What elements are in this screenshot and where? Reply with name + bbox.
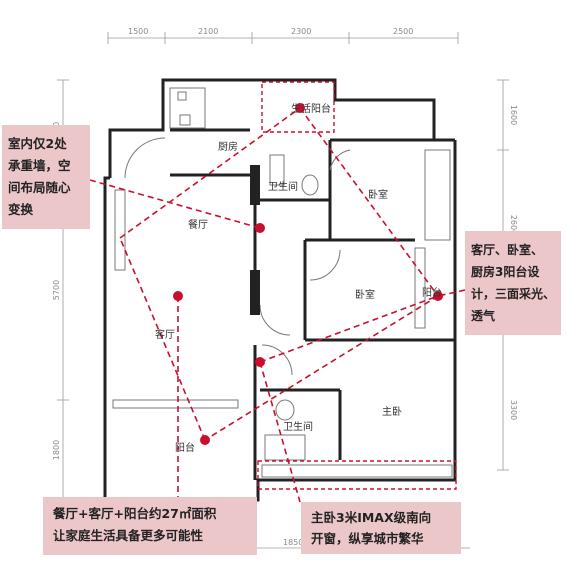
callout-line: 主卧3米IMAX级南向 (311, 510, 432, 525)
callout-line: 客厅、卧室、 (471, 243, 544, 257)
dim-left-3: 1800 (52, 440, 61, 460)
callout-three-balconies: 客厅、卧室、 厨房3阳台设 计，三面采光、 透气 (465, 231, 561, 335)
window-lines (112, 87, 453, 478)
callout-line: 承重墙，空 (8, 158, 71, 173)
callout-master-window: 主卧3米IMAX级南向 开窗，纵享城市繁华 (301, 502, 461, 554)
callout-line: 开窗，纵享城市繁华 (311, 531, 424, 546)
dim-top-1: 1500 (128, 27, 148, 36)
callout-line: 厨房3阳台设 (471, 265, 540, 279)
room-label-bathroom-top: 卫生间 (268, 180, 298, 193)
bearing-wall-1 (250, 270, 260, 315)
dim-top-4: 2500 (393, 27, 413, 36)
room-label-bathroom-bottom: 卫生间 (283, 420, 313, 433)
callout-line: 透气 (471, 309, 496, 323)
dim-top-3: 2300 (291, 27, 311, 36)
room-label-balcony-utility: 生活阳台 (291, 102, 331, 115)
callout-line: 变换 (8, 202, 34, 217)
room-label-living: 客厅 (155, 328, 175, 341)
callout-line: 让家庭生活具备更多可能性 (53, 528, 204, 543)
room-label-bedroom-top: 卧室 (368, 188, 388, 201)
bearing-wall-2 (250, 165, 260, 205)
room-label-bedroom-mid: 卧室 (355, 288, 375, 301)
dim-top-2: 2100 (198, 27, 218, 36)
dim-left-2: 5700 (52, 280, 61, 300)
callout-line: 餐厅+客厅+阳台约27㎡面积 (53, 506, 217, 521)
callout-line: 间布局随心 (8, 180, 71, 195)
room-label-balcony-east: 阳台 (422, 286, 442, 299)
room-label-kitchen: 厨房 (218, 140, 238, 153)
callout-line: 室内仅2处 (8, 136, 67, 151)
callout-line: 计，三面采光、 (471, 287, 556, 301)
sightline-dashes (89, 107, 466, 503)
dim-right-2: 2600 (509, 215, 518, 235)
dim-right-1: 1600 (509, 105, 518, 125)
room-label-dining: 餐厅 (188, 218, 208, 231)
callout-bearing-walls: 室内仅2处 承重墙，空 间布局随心 变换 (2, 125, 90, 229)
dashed-highlights (257, 81, 457, 490)
room-label-balcony-south: 阳台 (175, 441, 195, 454)
dim-bottom-1: 1850 (283, 538, 303, 547)
highlight-dots (173, 103, 443, 445)
room-label-master-bedroom: 主卧 (382, 405, 402, 418)
callout-living-area: 餐厅+客厅+阳台约27㎡面积 让家庭生活具备更多可能性 (43, 497, 257, 555)
walls (103, 78, 457, 502)
dim-right-3: 3300 (509, 400, 518, 420)
